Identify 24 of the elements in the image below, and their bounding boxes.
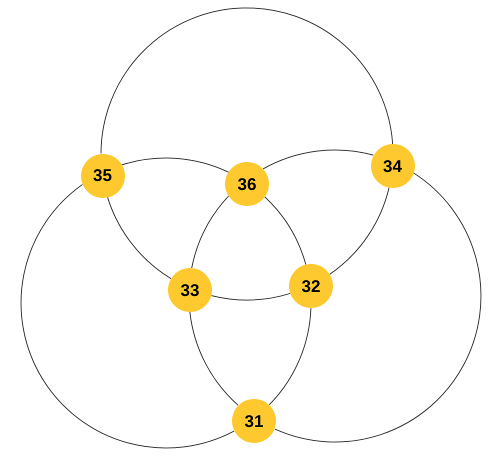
circle-arc — [329, 187, 390, 275]
number-label: 35 — [93, 167, 112, 184]
circle-arc — [20, 184, 235, 448]
number-disc — [232, 399, 276, 443]
number-label: 33 — [180, 282, 200, 298]
circle-arc — [268, 308, 312, 406]
circle-arc — [100, 8, 394, 154]
circle-arc — [262, 150, 374, 170]
number-label: 32 — [302, 278, 320, 294]
number-label: 34 — [383, 158, 402, 174]
number-disc — [289, 264, 333, 308]
circle-arc — [121, 158, 230, 173]
number-disc — [370, 144, 414, 188]
circle-arc — [264, 196, 306, 266]
number-label: 31 — [244, 412, 264, 430]
number-label: 36 — [238, 176, 256, 192]
circle-arc — [210, 292, 291, 300]
number-disc — [80, 154, 124, 198]
circle-arc — [189, 311, 239, 406]
number-disc — [168, 268, 212, 312]
circle-arc — [106, 196, 172, 280]
circle-arc — [191, 196, 230, 269]
number-disc — [225, 162, 269, 206]
circle-arc — [274, 172, 482, 442]
